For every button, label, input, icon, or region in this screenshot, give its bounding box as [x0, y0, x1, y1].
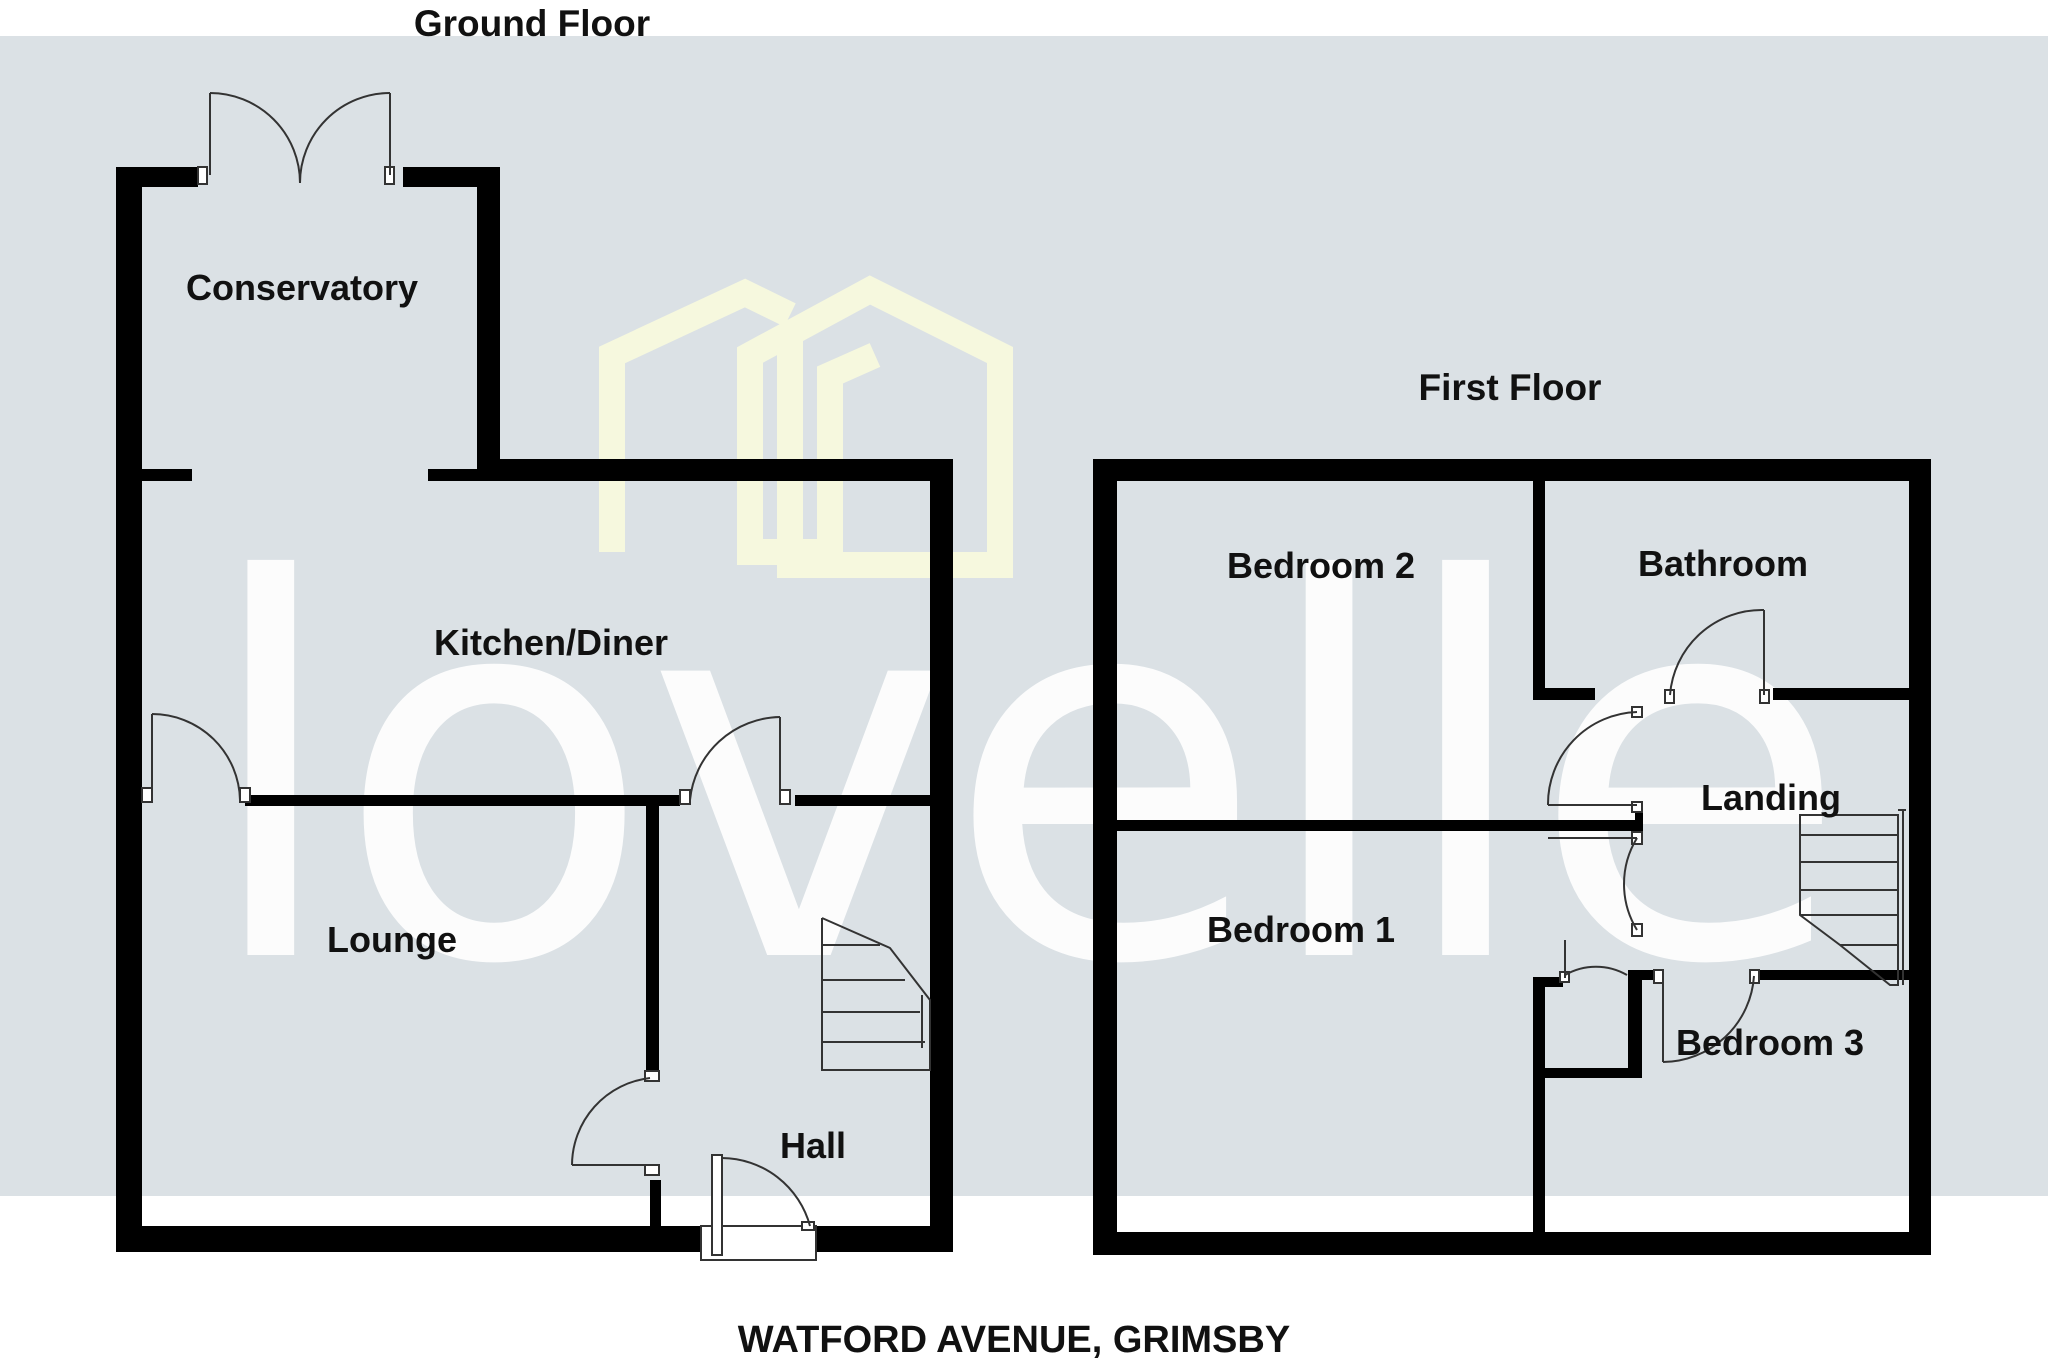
- ground-floor-walls: [116, 167, 953, 1252]
- room-label-lounge: Lounge: [327, 919, 457, 960]
- ground-floor-doors: [141, 92, 817, 1261]
- room-label-conservatory: Conservatory: [186, 267, 418, 308]
- room-label-bathroom: Bathroom: [1638, 543, 1808, 584]
- ground-floor-title: Ground Floor: [414, 3, 650, 44]
- room-label-bedroom-2: Bedroom 2: [1227, 545, 1415, 586]
- property-address: WATFORD AVENUE, GRIMSBY: [738, 1319, 1290, 1361]
- room-label-kitchen-diner: Kitchen/Diner: [434, 622, 668, 663]
- first-floor-stairs: [1799, 809, 1906, 986]
- ground-floor-stairs: [821, 917, 931, 1071]
- room-label-landing: Landing: [1701, 777, 1841, 818]
- room-label-bedroom-3: Bedroom 3: [1676, 1022, 1864, 1063]
- first-floor-title: First Floor: [1419, 367, 1602, 408]
- first-floor-doors: [1546, 608, 1770, 1063]
- background-band: [0, 36, 2048, 1196]
- brand-watermark-text: lovelle: [198, 472, 1841, 1078]
- room-label-bedroom-1: Bedroom 1: [1207, 909, 1395, 950]
- first-floor-walls: [1093, 459, 1931, 1255]
- room-label-hall: Hall: [780, 1125, 846, 1166]
